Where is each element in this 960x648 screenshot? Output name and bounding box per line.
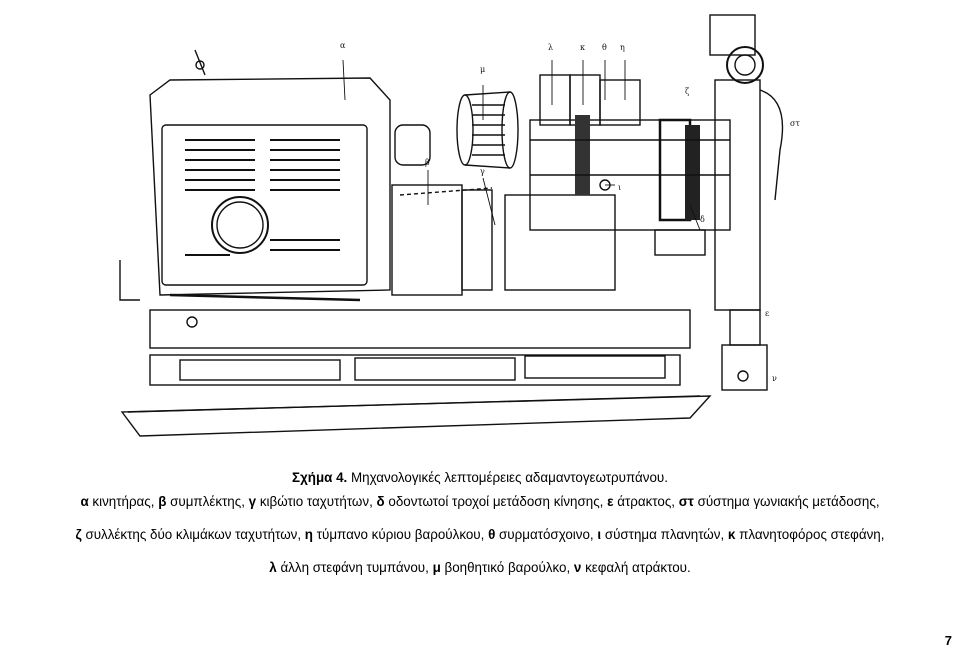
legend-key: ζ [75, 527, 82, 542]
gear-train [504, 74, 731, 291]
legend-key: η [304, 527, 313, 542]
callout-b: β [425, 158, 430, 167]
legend-description: σύστημα γωνιακής μετάδοσης, [693, 494, 880, 509]
callout-m: μ [480, 65, 485, 74]
legend-key: ε [607, 494, 614, 509]
callout-h: η [620, 43, 625, 52]
figure-number: Σχήμα 4. [292, 470, 348, 485]
callout-leaders [342, 59, 701, 231]
legend-description: συρματόσχοινο, [495, 527, 598, 542]
legend-description: κιβώτιο ταχυτήτων, [256, 494, 377, 509]
legend-line-2: ζ συλλέκτης δύο κλιμάκων ταχυτήτων, η τύ… [0, 526, 960, 544]
legend-line-1: α κινητήρας, β συμπλέκτης, γ κιβώτιο ταχ… [0, 493, 960, 511]
drill-mechanism-drawing: α β γ δ ε στ ζ η θ ι κ λ μ ν [119, 14, 800, 437]
skid-base [120, 309, 712, 437]
winch-drum [456, 91, 519, 169]
legend-description: συμπλέκτης, [166, 494, 249, 509]
callout-n: ν [772, 374, 777, 383]
legend-description: τύμπανο κύριου βαρούλκου, [312, 527, 489, 542]
legend-key: α [80, 494, 89, 509]
spindle-column [709, 14, 784, 391]
callout-a: α [340, 41, 346, 50]
legend-key: ι [597, 527, 602, 542]
clutch-housing [391, 124, 493, 296]
legend-key: θ [488, 527, 496, 542]
page-number: 7 [944, 633, 952, 648]
legend-key: γ [248, 494, 257, 509]
legend-description: κινητήρας, [88, 494, 159, 509]
legend-description: συλλέκτης δύο κλιμάκων ταχυτήτων, [81, 527, 305, 542]
callout-g: γ [480, 167, 485, 176]
figure-caption-title: Σχήμα 4. Μηχανολογικές λεπτομέρειες αδαμ… [0, 469, 960, 487]
legend-description: πλανητοφόρος στεφάνη, [735, 527, 885, 542]
legend-key: β [158, 494, 167, 509]
callout-i: ι [618, 183, 621, 192]
legend-key: ν [573, 560, 582, 575]
engine-housing [119, 49, 391, 328]
legend-key: στ [678, 494, 694, 509]
callout-z: ζ [685, 87, 690, 96]
legend-description: κεφαλή ατράκτου. [581, 560, 691, 575]
callout-th: θ [602, 43, 607, 52]
callout-st: στ [790, 119, 800, 128]
legend-description: άλλη στεφάνη τυμπάνου, [276, 560, 433, 575]
legend-description: σύστημα πλανητών, [601, 527, 728, 542]
legend-line-3: λ άλλη στεφάνη τυμπάνου, μ βοηθητικό βαρ… [0, 559, 960, 577]
callout-k: κ [580, 43, 585, 52]
callout-e: ε [765, 309, 769, 318]
wire-rope [399, 187, 493, 196]
callout-d: δ [700, 215, 705, 224]
callout-l: λ [548, 43, 553, 52]
legend-key: λ [269, 560, 277, 575]
legend-description: άτρακτος, [613, 494, 679, 509]
figure-title: Μηχανολογικές λεπτομέρειες αδαμαντογεωτρ… [347, 470, 668, 485]
legend-description: βοηθητικό βαρούλκο, [440, 560, 574, 575]
legend-key: δ [376, 494, 385, 509]
legend-key: μ [432, 560, 441, 575]
legend-description: οδοντωτοί τροχοί μετάδοση κίνησης, [384, 494, 608, 509]
legend-key: κ [727, 527, 736, 542]
